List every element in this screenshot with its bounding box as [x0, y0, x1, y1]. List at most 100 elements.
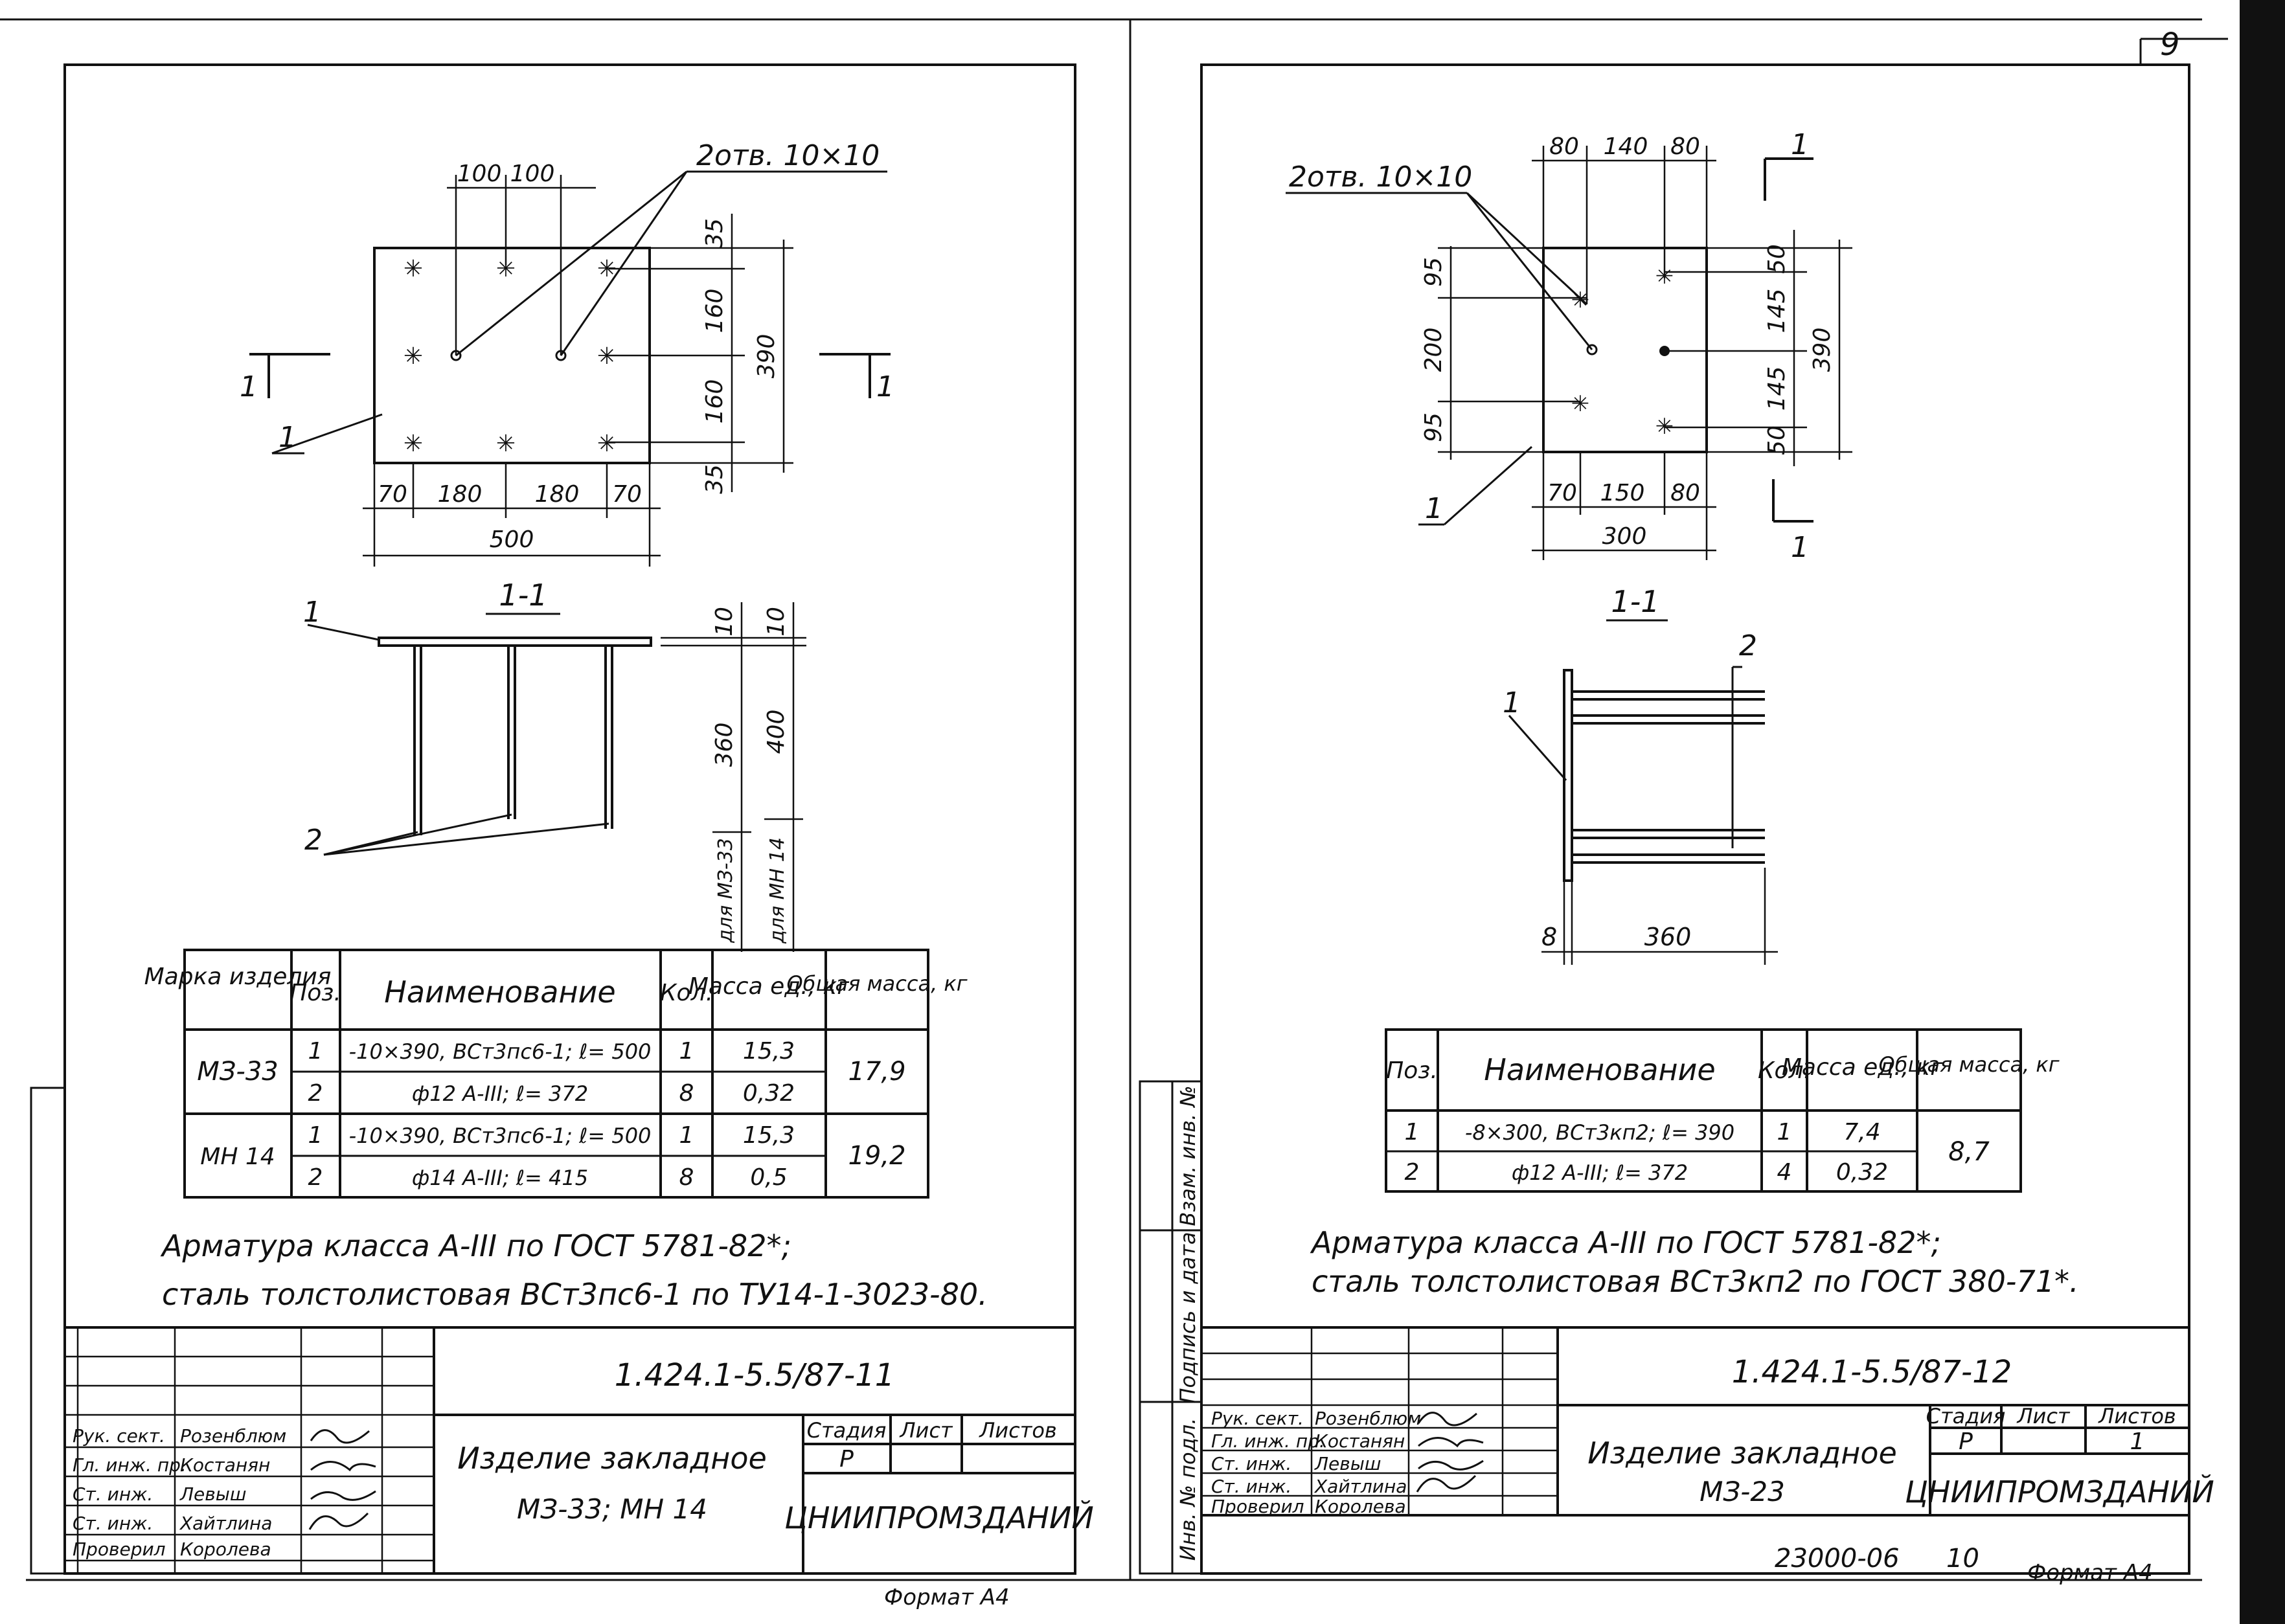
right-stamp-name: Костанян — [1315, 1430, 1405, 1452]
left-table-header: Кол. — [660, 980, 713, 1006]
right-dim-right: 50 — [1764, 425, 1790, 455]
left-dim-bottom-total: 500 — [490, 526, 534, 553]
left-studs: ✳✳✳ ✳✳ ✳✳✳ — [404, 256, 617, 457]
left-table-pos: 1 — [308, 1038, 323, 1065]
left-dim-lines-top — [447, 175, 596, 355]
right-dim-lines-bottom — [1532, 452, 1716, 560]
left-stamp-stage-h: Стадия — [807, 1418, 887, 1443]
right-stamp-name: Хайтлина — [1313, 1476, 1407, 1497]
right-section-part2: 2 — [1739, 629, 1757, 662]
left-table-name: ф14 А-III; ℓ= 415 — [412, 1166, 588, 1190]
left-stamp-role: Ст. инж. — [73, 1483, 153, 1505]
right-stamp-role: Проверил — [1211, 1496, 1304, 1517]
right-section-mark: 1 — [1791, 531, 1809, 564]
left-section-mark: 1 — [240, 370, 258, 403]
right-table-mass: 0,32 — [1836, 1159, 1888, 1186]
right-table-qty: 1 — [1777, 1119, 1792, 1145]
right-note-line2: сталь толстолистовая ВСт3кп2 по ГОСТ 380… — [1312, 1264, 2079, 1299]
right-dim-lines-right — [1665, 230, 1852, 466]
left-dim-lines-bottom — [363, 463, 661, 567]
left-dim-right: 160 — [701, 289, 728, 333]
left-table-mass: 0,32 — [743, 1080, 795, 1107]
right-dim-right: 145 — [1764, 367, 1790, 411]
right-section-len: 360 — [1644, 923, 1692, 951]
left-stamp-title2: МЗ-33; МН 14 — [517, 1493, 707, 1525]
right-stamp-role: Рук. сект. — [1211, 1408, 1304, 1429]
right-stamp-name: Левыш — [1314, 1453, 1381, 1474]
left-dim-top: 100 — [457, 161, 502, 187]
left-stamp-role: Проверил — [73, 1539, 166, 1560]
right-stamp-role: Ст. инж. — [1211, 1453, 1291, 1474]
left-table-pos: 2 — [308, 1164, 323, 1191]
left-table-header: Наименование — [384, 975, 615, 1009]
right-section-leaders — [1508, 666, 1742, 848]
right-dim-bottom: 150 — [1600, 480, 1645, 506]
left-table-qty: 8 — [679, 1164, 694, 1191]
left-section-part1: 1 — [303, 596, 321, 629]
left-stamp-sheets-h: Листов — [979, 1418, 1057, 1443]
right-dim-left: 95 — [1420, 257, 1447, 287]
left-table-header: Общая масса, кг — [786, 971, 967, 996]
right-archive: 23000-06 — [1775, 1544, 1900, 1573]
right-side-label: Подпись и дата — [1176, 1232, 1200, 1403]
right-stamp-role: Ст. инж. — [1211, 1476, 1291, 1497]
left-table-name: ф12 А-III; ℓ= 372 — [412, 1081, 588, 1106]
left-stamp-name: Розенблюм — [180, 1425, 286, 1447]
left-table-mass: 15,3 — [743, 1038, 795, 1065]
svg-text:✳: ✳ — [404, 431, 423, 457]
right-dim-bottom-total: 300 — [1602, 523, 1647, 550]
right-section-part1: 1 — [1503, 686, 1521, 719]
left-section-for-b: для МН 14 — [766, 837, 789, 944]
left-stamp-code: 1.424.1-5.5/87-11 — [615, 1357, 895, 1393]
left-part-label: 1 — [279, 421, 297, 454]
left-table-mark: МН 14 — [200, 1144, 275, 1170]
right-stamp-sheet: 1 — [2130, 1428, 2145, 1455]
left-table-total: 17,9 — [848, 1057, 905, 1087]
left-dim-lines-right — [609, 214, 793, 492]
left-section-anchors — [413, 646, 613, 835]
left-table-name: -10×390, ВСт3пс6-1; ℓ= 500 — [349, 1123, 652, 1148]
left-section-for-a: для МЗ-33 — [714, 838, 737, 943]
left-table-pos: 1 — [308, 1122, 323, 1149]
left-table-qty: 1 — [679, 1122, 694, 1149]
left-section-mark: 1 — [876, 370, 894, 403]
right-table-header: Наименование — [1484, 1052, 1715, 1087]
svg-text:✳: ✳ — [404, 256, 423, 282]
left-section-marks — [249, 353, 891, 398]
right-dim-lines-top — [1532, 146, 1716, 304]
right-spec-table: Поз. Наименование Кол. Масса ед., кг Общ… — [1385, 1028, 2060, 1193]
left-table-pos: 2 — [308, 1080, 323, 1107]
right-stamp-org: ЦНИИПРОМЗДАНИЙ — [1905, 1474, 2214, 1509]
left-stamp-name: Хайтлина — [179, 1513, 272, 1534]
right-side-label: Взам. инв. № — [1176, 1085, 1200, 1226]
left-stamp-title1: Изделие закладное — [457, 1441, 767, 1476]
left-stamp-role: Рук. сект. — [73, 1425, 165, 1447]
right-stamp-title1: Изделие закладное — [1587, 1436, 1897, 1471]
left-format: Формат А4 — [884, 1585, 1010, 1610]
left-stamp-org: ЦНИИПРОМЗДАНИЙ — [784, 1500, 1094, 1535]
left-dim-bottom: 180 — [438, 481, 483, 508]
left-table-qty: 8 — [679, 1080, 694, 1107]
right-section-plate — [1563, 669, 1573, 882]
right-dim-bottom: 80 — [1670, 480, 1700, 506]
left-section-dim: 400 — [763, 710, 790, 754]
left-hole-leaders — [271, 170, 887, 455]
left-dim-top: 100 — [510, 161, 555, 187]
right-dim-right: 50 — [1764, 244, 1790, 274]
right-dim-left: 95 — [1420, 412, 1447, 442]
right-side-label: Инв. № подл. — [1176, 1418, 1200, 1561]
left-section-title: 1-1 — [499, 578, 547, 613]
svg-text:✳: ✳ — [597, 343, 617, 370]
left-stamp-role: Гл. инж. пр. — [73, 1454, 187, 1476]
right-table-header: Поз. — [1386, 1057, 1438, 1084]
left-signatures — [308, 1429, 376, 1530]
right-stamp-name: Розенблюм — [1315, 1408, 1421, 1429]
right-table-pos: 1 — [1405, 1119, 1420, 1145]
left-table-mass: 15,3 — [743, 1122, 795, 1149]
right-section-thk: 8 — [1541, 923, 1557, 951]
right-plate — [1542, 247, 1708, 453]
right-stamp-sheet-h: Лист — [2016, 1404, 2070, 1428]
svg-text:✳: ✳ — [404, 343, 423, 370]
left-dim-bottom: 70 — [378, 481, 407, 508]
